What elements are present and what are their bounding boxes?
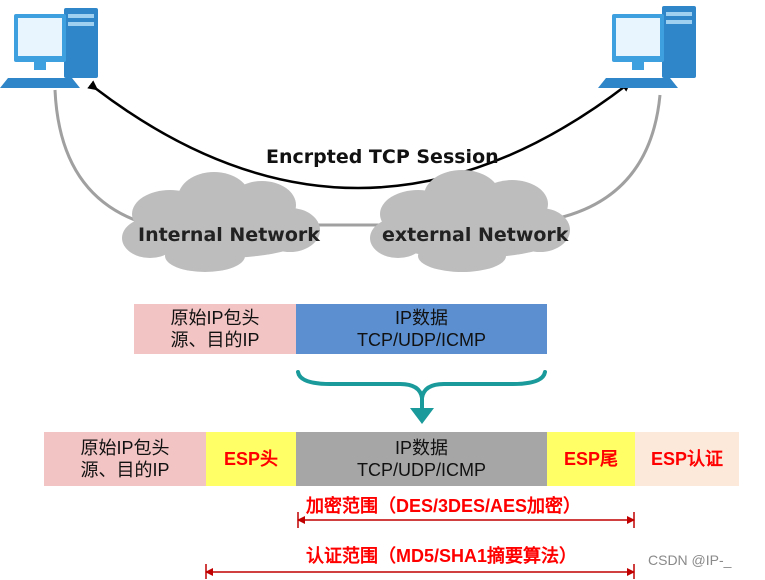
- esp-ip-data-line2: TCP/UDP/ICMP: [356, 460, 486, 480]
- internal-network-cloud: [122, 172, 320, 272]
- csdn-watermark: CSDN @IP-_: [648, 552, 732, 568]
- down-arrow-head: [410, 408, 434, 424]
- encryption-range-label: 加密范围（DES/3DES/AES加密）: [306, 496, 582, 516]
- original-ip-data-block: IP数据 TCP/UDP/ICMP: [296, 304, 547, 354]
- encrypted-session-arc: [87, 80, 632, 190]
- original-ip-header-line1: 原始IP包头: [170, 308, 260, 328]
- esp-head-block: ESP头: [206, 432, 296, 486]
- original-ip-header-block: 原始IP包头 源、目的IP: [134, 304, 296, 354]
- esp-auth-block: ESP认证: [635, 432, 739, 486]
- esp-ip-data-line1: IP数据: [394, 438, 448, 458]
- esp-ip-data-block: IP数据 TCP/UDP/ICMP: [296, 432, 547, 486]
- esp-tail-label: ESP尾: [563, 449, 619, 469]
- original-ip-data-line1: IP数据: [394, 308, 448, 328]
- internal-network-label: Internal Network: [138, 224, 320, 246]
- esp-auth-label: ESP认证: [650, 449, 724, 469]
- encrypted-session-label: Encrpted TCP Session: [266, 146, 499, 168]
- esp-head-label: ESP头: [223, 449, 279, 469]
- left-computer-icon: [0, 8, 98, 88]
- external-network-label: external Network: [382, 224, 569, 246]
- external-network-cloud: [370, 170, 570, 272]
- esp-tail-block: ESP尾: [547, 432, 635, 486]
- right-computer-icon: [598, 6, 696, 88]
- original-ip-data-line2: TCP/UDP/ICMP: [356, 330, 486, 350]
- esp-ip-header-line1: 原始IP包头: [80, 438, 170, 458]
- transform-brace-arrow: [296, 370, 547, 416]
- authentication-range-label: 认证范围（MD5/SHA1摘要算法）: [306, 546, 578, 566]
- esp-ip-header-line2: 源、目的IP: [80, 460, 170, 480]
- esp-ip-header-block: 原始IP包头 源、目的IP: [44, 432, 206, 486]
- original-ip-header-line2: 源、目的IP: [170, 330, 260, 350]
